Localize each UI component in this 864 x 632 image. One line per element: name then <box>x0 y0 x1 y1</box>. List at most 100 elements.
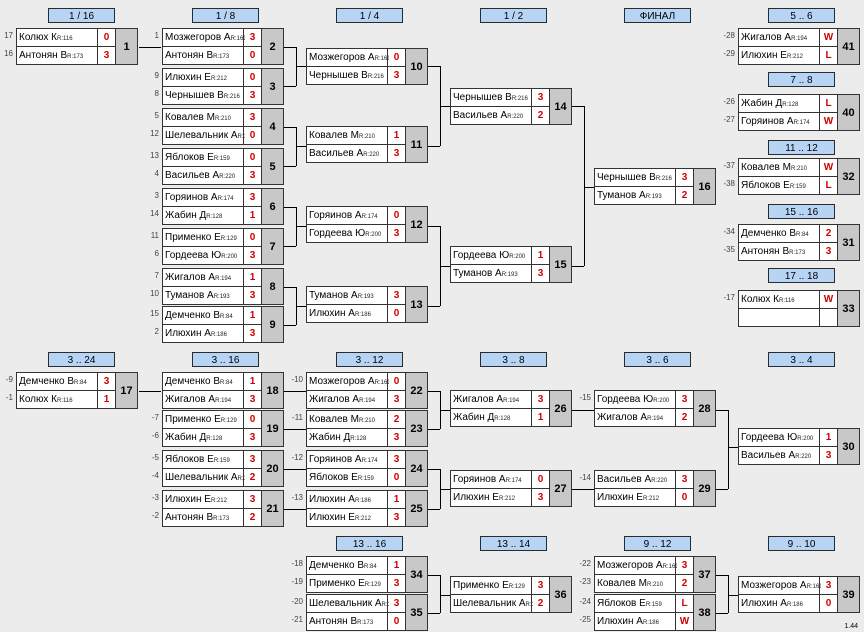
connector-line <box>428 509 440 510</box>
match-number: 7 <box>261 228 284 265</box>
match-number: 23 <box>405 410 428 447</box>
player-slot[interactable]: Шелевальник АR:1642 <box>162 468 262 487</box>
player-score: 0 <box>387 305 405 322</box>
player-slot[interactable]: Шелевальник АR:1643 <box>306 594 406 613</box>
seed-label: -7 <box>151 413 159 422</box>
player-slot[interactable]: Шелевальник АR:1640 <box>162 126 262 145</box>
player-slot[interactable]: Шелевальник АR:1642 <box>450 594 550 613</box>
player-score: 0 <box>387 469 405 486</box>
player-slot[interactable] <box>738 308 838 327</box>
player-rating: R:159 <box>645 602 662 608</box>
round-header: 9 .. 10 <box>768 536 835 551</box>
connector-line <box>139 47 161 48</box>
player-rating: R:212 <box>210 76 227 82</box>
player-rating: R:129 <box>220 236 237 242</box>
player-name-text: Антонян В <box>165 50 214 61</box>
player-name: Антонян ВR:173 <box>309 613 389 632</box>
seed-label: -24 <box>579 597 591 606</box>
player-score: 3 <box>387 595 405 612</box>
connector-line <box>572 266 584 267</box>
player-score: L <box>675 595 693 612</box>
